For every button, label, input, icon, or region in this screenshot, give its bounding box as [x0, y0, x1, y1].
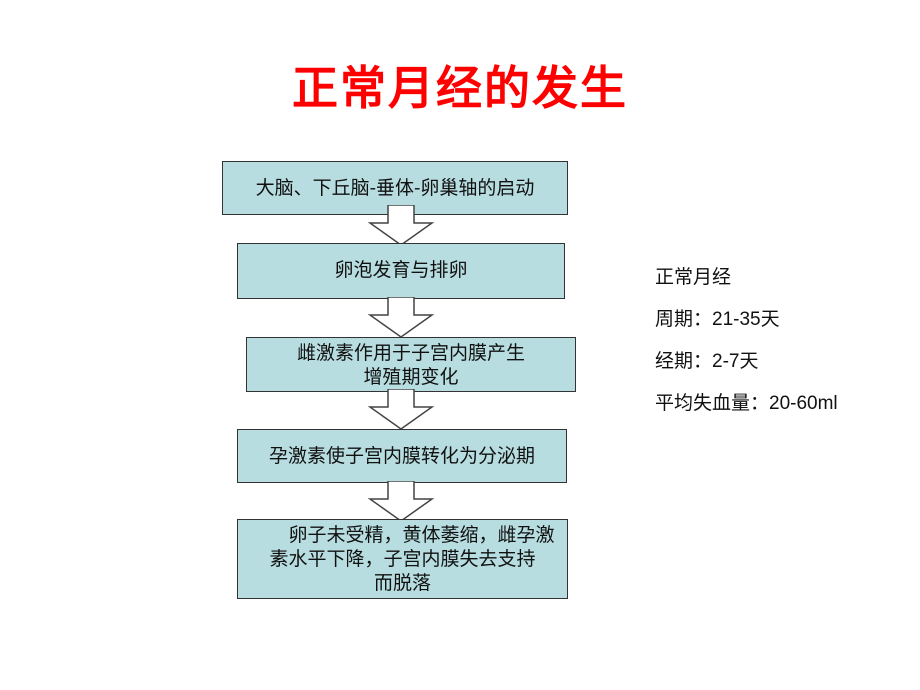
info-heading: 正常月经 — [655, 267, 732, 288]
slide-title: 正常月经的发生 — [292, 61, 628, 115]
flow-step-4-label: 孕激素使子宫内膜转化为分泌期 — [268, 445, 535, 467]
flow-step-5-label-line3: 而脱落 — [373, 572, 431, 594]
flow-step-5-label-line2: 素水平下降，子宫内膜失去支持 — [269, 548, 536, 570]
down-arrow-3 — [365, 389, 437, 431]
flow-step-5-label-line1: 卵子未受精，黄体萎缩，雌孕激 — [288, 524, 555, 546]
down-arrow-1 — [365, 205, 437, 247]
flow-step-1-label: 大脑、下丘脑-垂体-卵巢轴的启动 — [255, 177, 535, 199]
flow-step-2-label: 卵泡发育与排卵 — [334, 259, 468, 281]
flow-step-4: 孕激素使子宫内膜转化为分泌期 — [237, 429, 567, 483]
info-cycle: 周期：21-35天 — [655, 309, 780, 330]
flow-step-3-label-line2: 增殖期变化 — [363, 365, 459, 388]
flow-step-5: 卵子未受精，黄体萎缩，雌孕激 素水平下降，子宫内膜失去支持 而脱落 — [237, 519, 568, 599]
flow-step-3: 雌激素作用于子宫内膜产生 增殖期变化 — [246, 337, 576, 392]
flow-step-3-label-line1: 雌激素作用于子宫内膜产生 — [296, 341, 525, 364]
flow-step-2: 卵泡发育与排卵 — [237, 243, 565, 299]
down-arrow-2 — [365, 297, 437, 339]
normal-menstruation-info: 正常月经 周期：21-35天 经期：2-7天 平均失血量：20-60ml — [655, 262, 838, 430]
info-blood-loss: 平均失血量：20-60ml — [655, 393, 838, 414]
down-arrow-4 — [365, 481, 437, 523]
info-duration: 经期：2-7天 — [655, 351, 759, 372]
